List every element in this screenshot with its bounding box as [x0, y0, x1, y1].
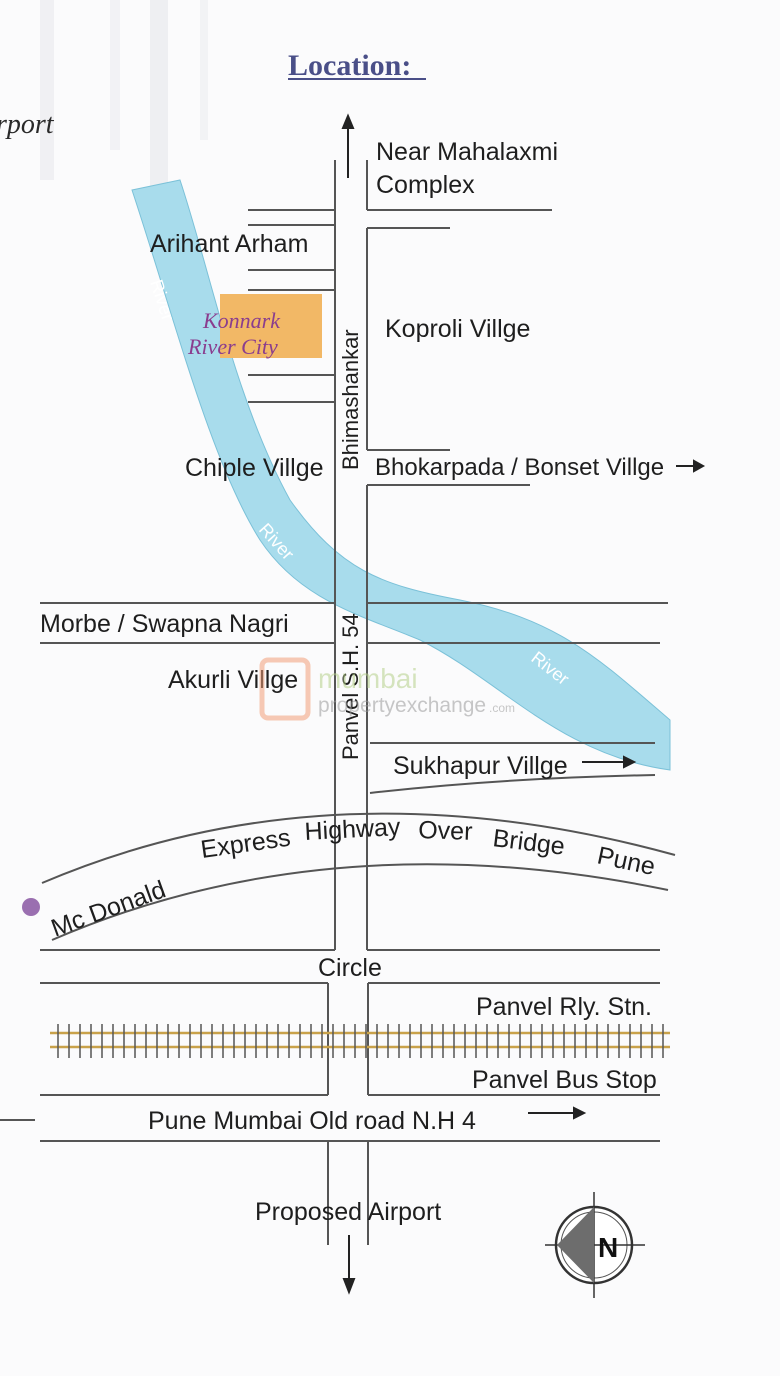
map-title: Location:: [288, 49, 411, 82]
label-old-road: Pune Mumbai Old road N.H 4: [148, 1107, 476, 1135]
label-rly-stn: Panvel Rly. Stn.: [476, 993, 652, 1021]
label-mc-donald: Mc Donald: [47, 875, 169, 942]
watermark-line2: propertyexchange: [318, 694, 486, 717]
watermark-line1: mumbai: [318, 663, 418, 694]
road-lines: [0, 160, 676, 1245]
compass-icon: N: [545, 1192, 645, 1298]
label-chiple: Chiple Villge: [185, 454, 324, 482]
label-koproli: Koproli Villge: [385, 315, 530, 343]
label-circle: Circle: [318, 954, 382, 982]
label-arihant: Arihant Arham: [150, 230, 308, 258]
label-mahalaxmi-1: Near Mahalaxmi: [376, 138, 558, 166]
label-bridge: Bridge: [491, 824, 566, 861]
compass-letter: N: [598, 1232, 618, 1263]
project-name-line1: Konnark: [202, 308, 281, 333]
label-akurli: Akurli Villge: [168, 666, 298, 694]
railway-track: [50, 1024, 670, 1058]
partial-heading: rport: [0, 109, 55, 140]
label-morbe: Morbe / Swapna Nagri: [40, 610, 289, 638]
label-over: Over: [418, 816, 473, 846]
label-bhokarpada: Bhokarpada / Bonset Villge: [375, 454, 664, 481]
mc-donald-marker: [22, 898, 40, 916]
label-highway: Highway: [304, 813, 402, 846]
watermark-suffix: .com: [489, 701, 515, 715]
label-bus-stop: Panvel Bus Stop: [472, 1066, 657, 1094]
river: [131, 179, 671, 771]
label-mahalaxmi-2: Complex: [376, 171, 475, 199]
road-label-bhimashankar: Bhimashankar: [338, 329, 363, 470]
label-sukhapur: Sukhapur Villge: [393, 752, 568, 780]
road-label-panvel-sh54: Panvel S.H. 54: [338, 613, 363, 760]
background-stripes: [40, 0, 208, 200]
project-name-line2: River City: [187, 334, 278, 359]
direction-arrows: [341, 113, 706, 1295]
watermark: mumbai propertyexchange .com: [259, 657, 515, 721]
label-airport: Proposed Airport: [255, 1198, 441, 1226]
project-site: [220, 294, 322, 358]
